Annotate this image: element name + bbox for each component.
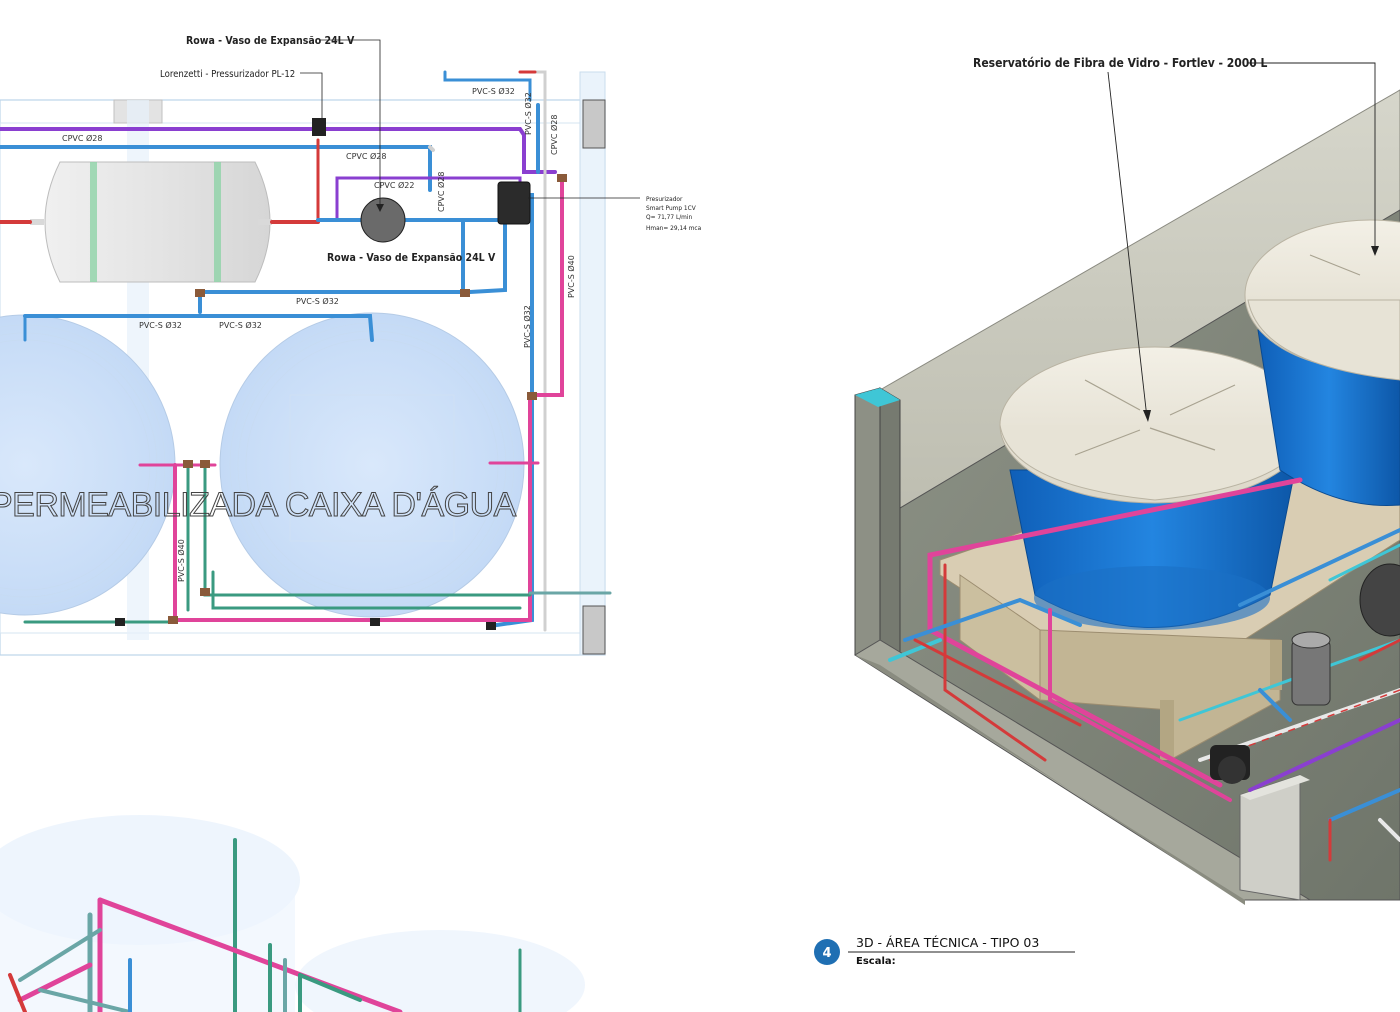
pump-spec-line4: Hman= 29,14 mca [646,224,702,232]
callout-expansion-vessel-mid: Rowa - Vaso de Expansão 24L V [327,252,496,264]
pipe-label-cpvc28-right: CPVC Ø28 [549,115,559,156]
pipe-label-pvcs32-l1: PVC-S Ø32 [139,320,182,330]
pipe-label-cpvc28-b: CPVC Ø28 [346,151,387,161]
water-tank-back-3d [1244,219,1400,507]
piping-3d [888,477,1400,862]
view-number: 4 [822,946,831,961]
plan-view: PERMEABILIZADA CAIXA D'ÁGUA Rowa - Vaso … [0,35,702,656]
pipe-label-pvcs40-v: PVC-S Ø40 [566,255,576,298]
pump-spec-line2: Smart Pump 1CV [646,204,696,212]
view-3d: Reservatório de Fibra de Vidro - Fortlev… [854,56,1400,905]
callout-pressurizer: Lorenzetti - Pressurizador PL-12 [160,69,295,80]
view-title: 3D - ÁREA TÉCNICA - TIPO 03 [856,935,1039,950]
watermark-text: PERMEABILIZADA CAIXA D'ÁGUA [0,486,517,524]
pipe-label-pvcs32-v1: PVC-S Ø32 [523,92,533,135]
horizontal-vessel [30,161,272,283]
pillar-bottom [582,605,606,655]
pump-spec-line1: Presurizador [646,195,683,203]
pipe-label-cpvc28-v: CPVC Ø28 [436,172,446,213]
callout-expansion-vessel-top: Rowa - Vaso de Expansão 24L V [186,35,355,47]
pipe-label-pvcs40-low: PVC-S Ø40 [176,539,186,582]
plan-pipes [0,70,612,632]
pipe-label-pvcs32-mid: PVC-S Ø32 [296,296,339,306]
view-number-badge [814,939,840,965]
water-tank-right-plan [219,312,525,618]
pump-spec-line3: Q= 71,77 L/min [646,213,693,221]
pipe-label-cpvc28-a: CPVC Ø28 [62,133,103,143]
right-wall-strip [579,71,606,656]
leaders-3d [1107,62,1376,419]
pipe-label-pvcs32-top: PVC-S Ø32 [472,86,515,96]
left-wall [854,387,881,666]
callout-reservatorio: Reservatório de Fibra de Vidro - Fortlev… [973,56,1268,70]
pipe-label-pvcs32-v2: PVC-S Ø32 [522,305,532,348]
equipment-3d [1210,563,1400,784]
plan-leaders [300,39,640,208]
pillar-top [582,99,606,149]
scale-label: Escala: [856,956,896,967]
iso-view-bottom-left [0,815,585,1012]
pipe-label-cpvc22: CPVC Ø22 [374,180,415,190]
title-block: 4 3D - ÁREA TÉCNICA - TIPO 03 Escala: [814,935,1075,967]
pipe-label-pvcs32-l2: PVC-S Ø32 [219,320,262,330]
water-tank-front-3d [999,346,1311,630]
